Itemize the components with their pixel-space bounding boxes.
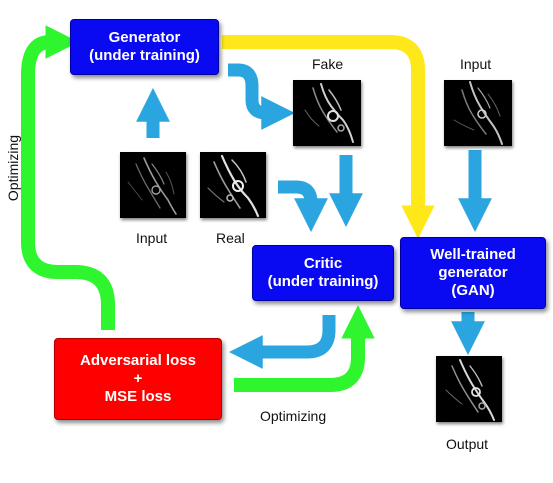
optimizing-left-label: Optimizing — [5, 134, 21, 202]
fake-image — [293, 80, 361, 146]
left-input-image — [120, 152, 186, 218]
trained-generator-box-label: Well-trained generator (GAN) — [430, 246, 516, 299]
top-input-label: Input — [460, 56, 492, 72]
cyan-arrow-critic-to-loss — [228, 315, 336, 369]
green-arrow-loss-to-generator — [21, 25, 115, 330]
critic-box-label: Critic (under training) — [267, 255, 379, 290]
output-label: Output — [446, 436, 489, 452]
critic-box: Critic (under training) — [252, 245, 394, 301]
top-input-image — [444, 80, 512, 146]
cyan-arrow-generator-to-fake — [228, 63, 296, 130]
yellow-arrow-generator-to-trained — [222, 35, 435, 239]
generator-box: Generator (under training) — [70, 19, 219, 75]
optimizing-bottom-label: Optimizing — [260, 408, 327, 424]
trained-generator-box: Well-trained generator (GAN) — [400, 237, 546, 309]
generator-box-label: Generator (under training) — [89, 29, 200, 64]
left-input-label: Input — [136, 230, 168, 246]
cyan-arrow-real-to-critic — [278, 180, 328, 233]
real-image — [200, 152, 266, 218]
loss-box-label: Adversarial loss + MSE loss — [80, 352, 196, 405]
real-label: Real — [216, 230, 245, 246]
green-arrow-loss-to-critic — [234, 305, 375, 392]
fake-label: Fake — [312, 56, 344, 72]
loss-box: Adversarial loss + MSE loss — [54, 338, 222, 420]
output-image — [436, 356, 502, 422]
